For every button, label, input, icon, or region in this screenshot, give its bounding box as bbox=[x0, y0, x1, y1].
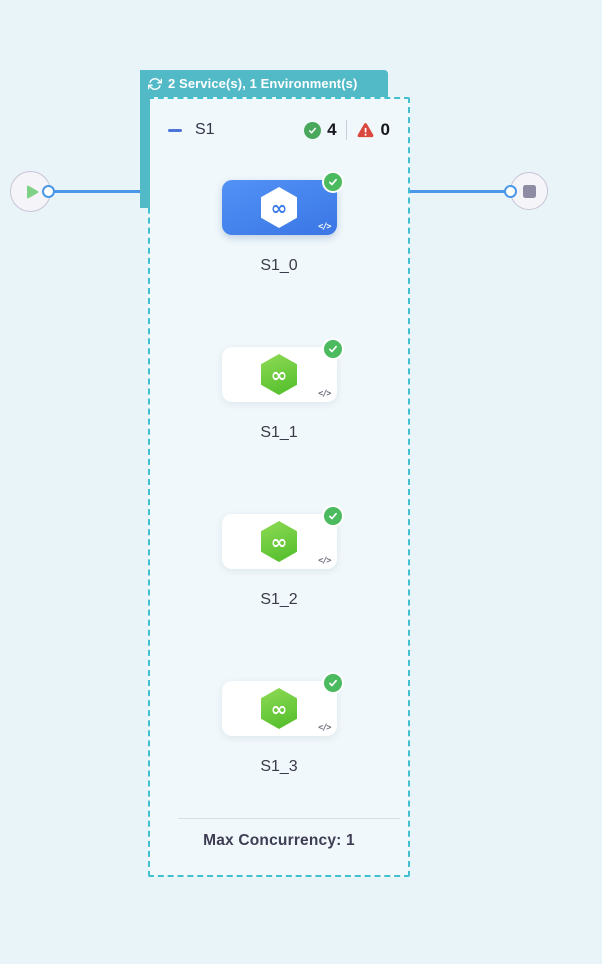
end-node-port bbox=[504, 185, 517, 198]
stop-icon bbox=[522, 184, 536, 198]
loop-badge-label: 2 Service(s), 1 Environment(s) bbox=[168, 76, 358, 91]
warning-icon bbox=[356, 121, 375, 140]
stage-node-label: S1_1 bbox=[260, 424, 298, 441]
success-badge-icon bbox=[321, 338, 344, 360]
edge-start-to-stage bbox=[52, 190, 150, 193]
code-icon: </> bbox=[318, 723, 331, 733]
stage-node-label: S1_0 bbox=[260, 257, 298, 274]
stage-node: ∞ </> S1_1 bbox=[150, 338, 408, 442]
stage-node: ∞ </> S1_0 bbox=[150, 171, 408, 275]
edge-stage-to-end bbox=[408, 190, 506, 193]
max-concurrency-label: Max Concurrency: 1 bbox=[203, 832, 355, 849]
stage-group-header: S1 4 0 bbox=[160, 117, 408, 143]
stage-node-card-s1-3[interactable]: ∞ </> bbox=[221, 672, 344, 736]
play-icon bbox=[24, 184, 40, 200]
stage-node: ∞ </> S1_3 bbox=[150, 672, 408, 776]
code-icon: </> bbox=[318, 556, 331, 566]
footer-divider bbox=[178, 818, 400, 819]
success-badge-icon bbox=[321, 505, 344, 527]
start-node-port bbox=[42, 185, 55, 198]
loop-badge-tail bbox=[140, 70, 150, 208]
stage-node: ∞ </> S1_2 bbox=[150, 505, 408, 609]
success-badge-icon bbox=[321, 672, 344, 694]
success-check-icon bbox=[304, 121, 322, 139]
failed-count: 0 bbox=[380, 120, 390, 139]
code-icon: </> bbox=[318, 389, 331, 399]
infinity-icon: ∞ bbox=[261, 354, 297, 395]
stage-group-name[interactable]: S1 bbox=[195, 121, 215, 138]
success-badge-icon bbox=[321, 171, 344, 193]
code-icon: </> bbox=[318, 222, 331, 232]
stage-status-counts: 4 0 bbox=[304, 120, 390, 140]
stage-node-label: S1_3 bbox=[260, 758, 298, 775]
stage-group-container: S1 4 0 ∞ </> bbox=[148, 97, 410, 877]
success-count: 4 bbox=[327, 120, 337, 139]
collapse-icon[interactable] bbox=[168, 128, 182, 132]
infinity-icon: ∞ bbox=[261, 187, 297, 228]
stage-node-label: S1_2 bbox=[260, 591, 298, 608]
infinity-icon: ∞ bbox=[261, 688, 297, 729]
stats-divider bbox=[345, 120, 347, 140]
stage-node-card-s1-0[interactable]: ∞ </> bbox=[221, 171, 344, 235]
stage-node-card-s1-1[interactable]: ∞ </> bbox=[221, 338, 344, 402]
stage-node-card-s1-2[interactable]: ∞ </> bbox=[221, 505, 344, 569]
loop-icon bbox=[148, 77, 162, 91]
infinity-icon: ∞ bbox=[261, 521, 297, 562]
loop-strategy-badge[interactable]: 2 Service(s), 1 Environment(s) bbox=[140, 70, 388, 97]
